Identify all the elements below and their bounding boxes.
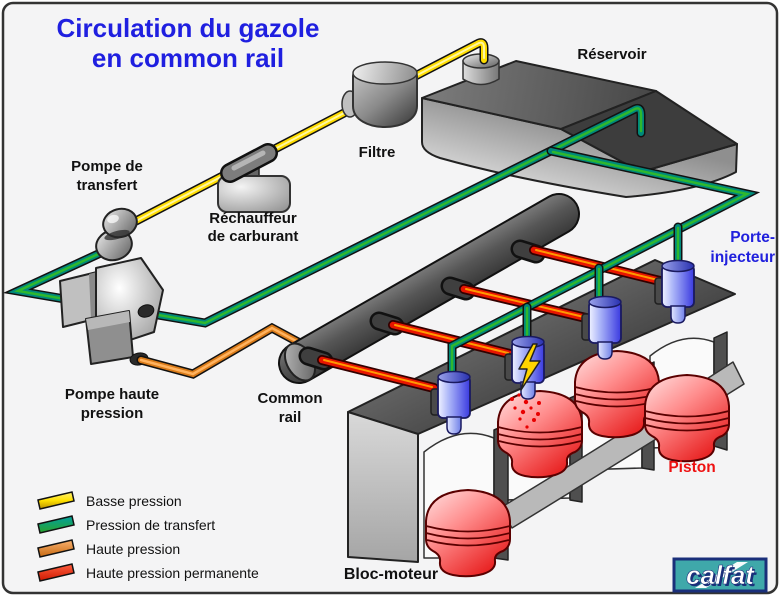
injector-holder-label-line1: Porte- — [730, 229, 775, 246]
tank-filler-cap — [462, 53, 500, 86]
fuel-heater-label-line2: de carburant — [208, 228, 299, 245]
reservoir-label: Réservoir — [577, 46, 646, 63]
legend-label-permanent-pressure: Haute pression permanente — [86, 565, 259, 581]
calfat-logo-slash — [695, 562, 748, 588]
diagram-title-line1: Circulation du gazole — [57, 13, 320, 43]
fuel-heater-label-line1: Réchauffeur — [209, 210, 297, 227]
legend: Basse pression Pression de transfert Hau… — [37, 491, 259, 582]
calfat-logo-text-shadow: calfat — [688, 562, 757, 592]
calfat-logo: calfat calfat — [672, 557, 768, 593]
piston-label: Piston — [668, 459, 715, 476]
high-pressure-pipe — [136, 322, 303, 379]
hp-pump-label-line1: Pompe haute — [65, 386, 159, 403]
legend-swatch-transfer-pressure — [37, 515, 75, 534]
fuel-heater-shape — [217, 143, 291, 213]
calfat-logo-text: calfat — [686, 560, 755, 590]
legend-label-high-pressure: Haute pression — [86, 541, 180, 557]
transfer-pump-shape — [95, 207, 138, 262]
high-pressure-pump-shape — [59, 257, 164, 366]
common-rail-label-line1: Common — [258, 390, 323, 407]
legend-swatch-low-pressure — [37, 491, 75, 510]
low-pressure-pipe — [131, 38, 489, 226]
transfer-pump-label-line2: transfert — [77, 177, 138, 194]
transfer-pressure-pipe — [2, 103, 646, 328]
legend-swatch-high-pressure — [37, 539, 75, 558]
calfat-logo-box — [672, 557, 768, 593]
filter-shape — [341, 61, 418, 128]
engine-block-label: Bloc-moteur — [344, 566, 438, 583]
injector-holder-label-line2: injecteur — [710, 249, 775, 266]
diagram-title-line2: en common rail — [92, 43, 284, 73]
lightning-bolt-icon — [518, 343, 541, 391]
common-rail-label-line2: rail — [279, 409, 302, 426]
legend-swatch-permanent-pressure — [37, 563, 75, 582]
filter-label: Filtre — [359, 144, 396, 161]
hp-pump-label-line2: pression — [81, 405, 144, 422]
transfer-pump-label-line1: Pompe de — [71, 158, 143, 175]
legend-label-low-pressure: Basse pression — [86, 493, 182, 509]
fuel-spray-droplets — [510, 393, 541, 429]
legend-label-transfer-pressure: Pression de transfert — [86, 517, 215, 533]
injector-return-pipe — [447, 146, 761, 381]
